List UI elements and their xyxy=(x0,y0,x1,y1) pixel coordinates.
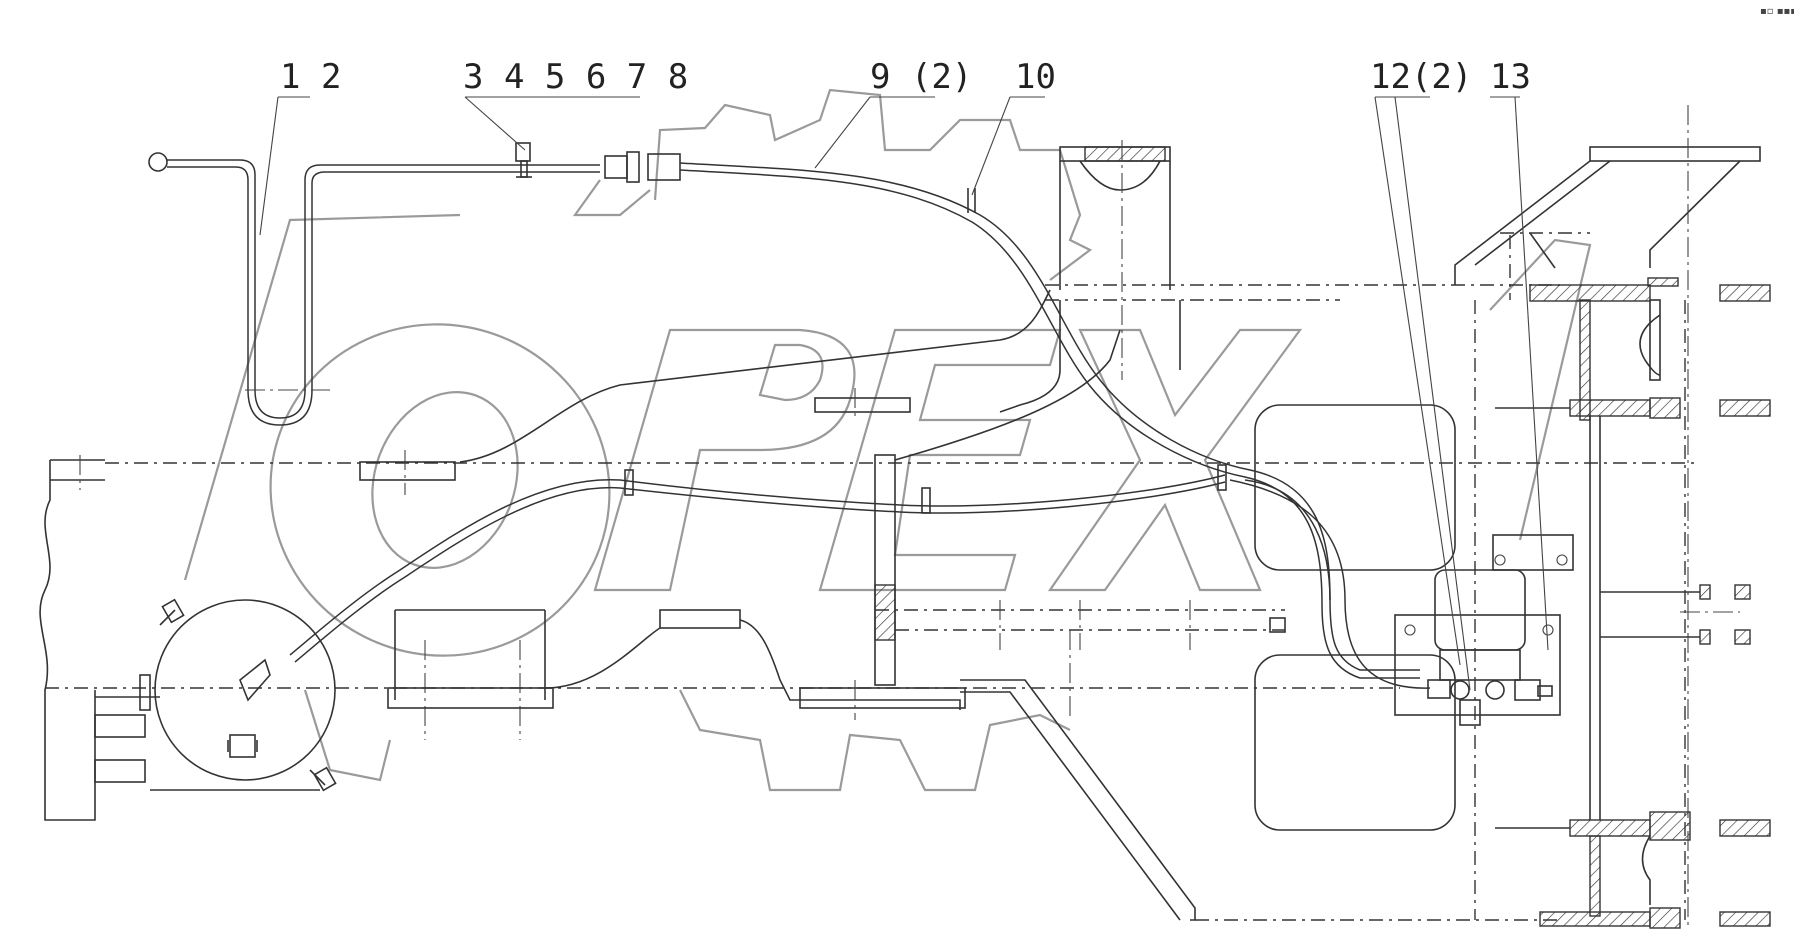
leader-lines xyxy=(259,96,1549,691)
valve-unit xyxy=(1254,404,1574,831)
frame-left xyxy=(39,455,1700,821)
callout-3-8: 3 4 5 6 7 8 xyxy=(463,57,688,97)
callout-13: 13 xyxy=(1490,57,1531,97)
corner-mark: ▪▫ ▪▪▪ xyxy=(1760,6,1794,17)
callout-9: 9 (2) xyxy=(870,57,972,97)
frame-right xyxy=(1454,105,1771,930)
hose-main xyxy=(679,162,1420,679)
frame-center xyxy=(359,289,1560,921)
brake-chamber xyxy=(94,598,337,792)
callout-1-2: 1 2 xyxy=(280,57,341,97)
hose-lower xyxy=(289,464,1431,689)
callout-10: 10 xyxy=(1015,57,1056,97)
frame-top-box xyxy=(999,140,1560,413)
callout-12: 12(2) xyxy=(1370,57,1472,97)
pipe-loop-left xyxy=(148,142,681,426)
